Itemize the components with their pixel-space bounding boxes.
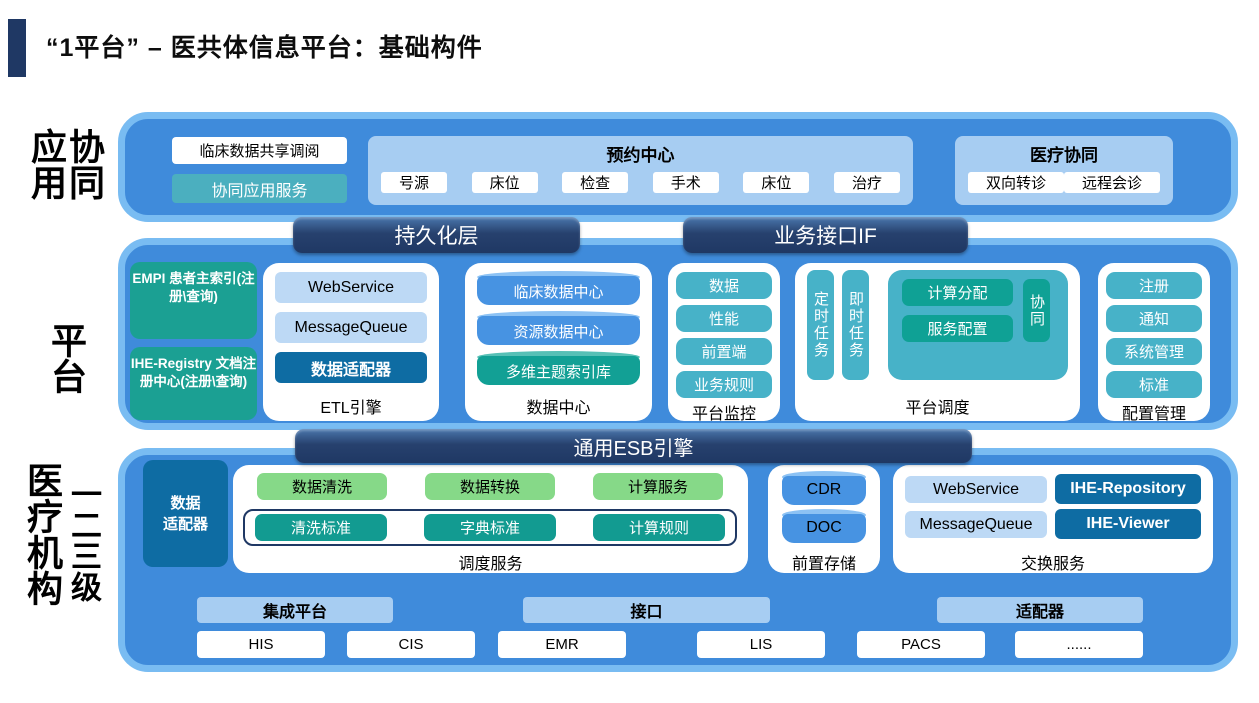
- reservation-item-exam: 检查: [562, 172, 629, 193]
- compute-service-box: 计算服务: [593, 473, 723, 500]
- hospital-data-adapter-box: 数据 适配器: [143, 460, 228, 567]
- system-emr-box: EMR: [498, 631, 626, 658]
- reservation-center-title: 预约中心: [606, 146, 675, 165]
- platform-dispatch-label: 平台调度: [905, 400, 970, 417]
- system-pacs-box: PACS: [857, 631, 985, 658]
- reservation-center-panel: 预约中心 号源 床位 检查 手术 床位 治疗: [368, 136, 913, 205]
- exchange-service-label: 交换服务: [1020, 556, 1085, 573]
- side-label-collaboration: 协同: [64, 128, 105, 200]
- reservation-buttons-row: 号源 床位 检查 手术 床位 治疗: [368, 166, 913, 193]
- reservation-item-number-source: 号源: [381, 172, 447, 193]
- resource-data-center-cylinder: 资源数据中心: [477, 311, 640, 345]
- system-his-box: HIS: [197, 631, 325, 658]
- compute-allocation-box: 计算分配: [902, 279, 1013, 306]
- ihe-repository-box: IHE-Repository: [1055, 474, 1201, 504]
- remote-consult-box: 远程会诊: [1064, 172, 1160, 193]
- monitor-business-rules-box: 业务规则: [676, 371, 772, 398]
- hospital-layer-band: 数据 适配器 数据清洗 数据转换 计算服务 清洗标准 字典标准 计算规则 调度服…: [118, 448, 1238, 672]
- monitor-front-end-box: 前置端: [676, 338, 772, 365]
- collab-app-service-box: 协同应用服务: [172, 174, 347, 203]
- medical-collab-panel: 医疗协同 双向转诊 远程会诊: [955, 136, 1173, 205]
- data-center-card: 临床数据中心 资源数据中心 多维主题索引库 数据中心: [465, 263, 652, 421]
- etl-webservice-box: WebService: [275, 272, 427, 303]
- interface-bar: 接口: [523, 597, 770, 623]
- system-lis-box: LIS: [697, 631, 825, 658]
- config-notify-box: 通知: [1106, 305, 1202, 332]
- integration-platform-bar: 集成平台: [197, 597, 393, 623]
- monitor-data-box: 数据: [676, 272, 772, 299]
- reservation-item-bed2: 床位: [743, 172, 810, 193]
- doc-cylinder: DOC: [782, 509, 866, 543]
- config-register-box: 注册: [1106, 272, 1202, 299]
- instant-task-pill: 即时任务: [842, 270, 869, 380]
- system-cis-box: CIS: [347, 631, 475, 658]
- front-storage-card: CDR DOC 前置存储: [768, 465, 880, 573]
- clinical-data-center-cylinder: 临床数据中心: [477, 271, 640, 305]
- data-transform-box: 数据转换: [425, 473, 555, 500]
- medical-collab-buttons-row: 双向转诊 远程会诊: [955, 166, 1173, 193]
- service-config-box: 服务配置: [902, 315, 1013, 342]
- config-management-label: 配置管理: [1121, 406, 1186, 423]
- side-label-platform: 平台: [46, 322, 87, 394]
- ihe-registry-box: IHE-Registry 文档注册中心(注册\查询): [130, 347, 257, 420]
- title-accent-bar: [8, 19, 26, 77]
- exchange-service-card: WebService MessageQueue IHE-Repository I…: [893, 465, 1213, 573]
- medical-collab-title: 医疗协同: [1030, 146, 1098, 165]
- esb-engine-banner: 通用ESB引擎: [295, 429, 972, 463]
- exchange-messagequeue-box: MessageQueue: [905, 511, 1047, 538]
- dispatch-service-card: 数据清洗 数据转换 计算服务 清洗标准 字典标准 计算规则 调度服务: [233, 465, 748, 573]
- dictionary-standard-box: 字典标准: [424, 514, 556, 541]
- etl-data-adapter-box: 数据适配器: [275, 352, 427, 383]
- two-way-referral-box: 双向转诊: [968, 172, 1064, 193]
- cleaning-standard-box: 清洗标准: [255, 514, 387, 541]
- application-layer-band: 临床数据共享调阅 协同应用服务 预约中心 号源 床位 检查 手术 床位 治疗 医…: [118, 112, 1238, 222]
- business-interface-banner: 业务接口IF: [683, 217, 968, 253]
- adapter-bar: 适配器: [937, 597, 1143, 623]
- timed-task-pill: 定时任务: [807, 270, 834, 380]
- adapter-line1: 数据: [170, 494, 201, 512]
- platform-dispatch-card: 定时任务 即时任务 计算分配 服务配置 协同 平台调度: [795, 263, 1080, 421]
- dispatch-service-label: 调度服务: [458, 556, 523, 573]
- cdr-cylinder: CDR: [782, 471, 866, 505]
- multidim-index-cylinder: 多维主题索引库: [477, 351, 640, 385]
- page-title: “1平台” – 医共体信息平台：基础构件: [46, 34, 483, 62]
- reservation-item-surgery: 手术: [652, 172, 719, 193]
- config-system-mgmt-box: 系统管理: [1106, 338, 1202, 365]
- etl-engine-card: WebService MessageQueue 数据适配器 ETL引擎: [263, 263, 439, 421]
- persistence-layer-banner: 持久化层: [293, 217, 580, 253]
- platform-monitor-label: 平台监控: [691, 406, 756, 423]
- side-label-medical-institutions: 医疗机构: [22, 462, 63, 606]
- etl-messagequeue-box: MessageQueue: [275, 312, 427, 343]
- side-label-tiers: 一二三级: [66, 478, 101, 602]
- exchange-webservice-box: WebService: [905, 476, 1047, 503]
- reservation-item-bed: 床位: [471, 172, 538, 193]
- data-cleaning-box: 数据清洗: [257, 473, 387, 500]
- collab-pill: 协同: [1023, 279, 1050, 342]
- reservation-item-treatment: 治疗: [833, 172, 900, 193]
- platform-layer-band: EMPI 患者主索引(注册\查询) IHE-Registry 文档注册中心(注册…: [118, 238, 1238, 430]
- empi-box: EMPI 患者主索引(注册\查询): [130, 262, 257, 339]
- clinical-data-share-box: 临床数据共享调阅: [172, 137, 347, 164]
- system-others-box: ......: [1015, 631, 1143, 658]
- config-management-card: 注册 通知 系统管理 标准 配置管理: [1098, 263, 1210, 423]
- dispatch-inner-panel: 计算分配 服务配置 协同: [888, 270, 1068, 380]
- adapter-line2: 适配器: [162, 515, 208, 533]
- data-center-label: 数据中心: [526, 400, 591, 417]
- ihe-viewer-box: IHE-Viewer: [1055, 509, 1201, 539]
- compute-rule-box: 计算规则: [593, 514, 725, 541]
- standards-group-outline: 清洗标准 字典标准 计算规则: [243, 509, 737, 546]
- side-label-application: 应用: [26, 128, 67, 200]
- platform-monitor-card: 数据 性能 前置端 业务规则 平台监控: [668, 263, 780, 423]
- config-standard-box: 标准: [1106, 371, 1202, 398]
- front-storage-label: 前置存储: [791, 556, 856, 573]
- etl-engine-label: ETL引擎: [320, 400, 382, 417]
- monitor-performance-box: 性能: [676, 305, 772, 332]
